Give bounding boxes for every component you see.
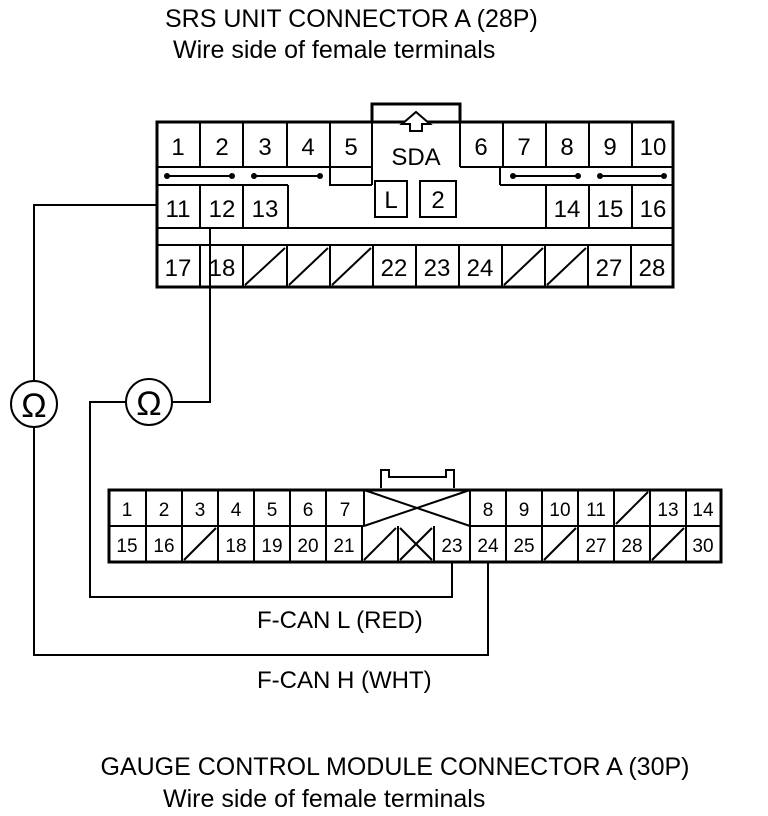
gauge-terminal: 21 [333,536,354,557]
srs-terminal: 6 [474,134,487,161]
sda-label: SDA [391,144,440,171]
gauge-terminal: 7 [340,500,351,521]
gauge-terminal: 23 [441,536,462,557]
wire-label-fcan-h: F-CAN H (WHT) [257,667,432,694]
blank-cavity [651,527,685,561]
srs-terminal: 1 [171,134,184,161]
gauge-terminal: 4 [231,500,242,521]
gauge-terminal: 19 [261,536,282,557]
box-2-label: 2 [431,187,444,214]
gauge-terminal: 30 [692,536,713,557]
gauge-terminal: 28 [621,536,642,557]
wire-fcan-h-bottom [33,426,489,656]
gauge-terminal: 20 [297,536,318,557]
box-l [374,180,408,218]
srs-terminal: 18 [209,255,236,282]
srs-terminal: 5 [344,134,357,161]
wire-fcan-l-top [172,228,211,403]
gauge-connector-title: GAUGE CONTROL MODULE CONNECTOR A (30P) [101,753,690,781]
gauge-terminal: 2 [159,500,170,521]
blank-cavity [615,491,649,525]
srs-terminal: 27 [596,255,623,282]
blank-cavity [288,247,329,286]
srs-terminal: 28 [639,255,666,282]
gauge-terminal: 16 [153,536,174,557]
gauge-connector: 1 2 3 4 5 6 7 8 9 10 11 13 14 15 16 18 1… [107,469,723,564]
srs-terminal: 3 [258,134,271,161]
blank-cavity [503,247,544,286]
gauge-terminal: 5 [267,500,278,521]
srs-terminal: 10 [640,134,667,161]
blank-cavity [331,247,372,286]
gauge-terminal: 18 [225,536,246,557]
gauge-terminal: 13 [657,500,678,521]
gauge-terminal: 14 [692,500,714,521]
gauge-terminal: 27 [585,536,606,557]
gauge-connector-latch [380,469,455,488]
srs-terminal: 9 [603,134,616,161]
gauge-terminal: 6 [303,500,314,521]
ohmmeter-symbol: Ω [21,387,46,425]
srs-terminal: 4 [301,134,314,161]
blank-cavity [546,247,587,286]
gauge-connector-subtitle: Wire side of female terminals [163,785,485,813]
wire-label-fcan-l: F-CAN L (RED) [257,607,423,634]
ohmmeter-symbol: Ω [136,385,161,423]
srs-terminal: 22 [381,255,408,282]
ohmmeter-icon [125,378,173,426]
wire-fcan-h-top [33,204,157,382]
srs-connector-latch [370,102,462,122]
srs-terminal: 2 [215,134,228,161]
up-arrow-icon [399,110,433,132]
blank-cavity [399,527,433,561]
shorting-bars [164,173,667,179]
srs-terminal: 8 [560,134,573,161]
srs-terminal: 16 [640,196,667,223]
blank-cavity [244,247,286,286]
wire-fcan-l-bottom [89,401,453,598]
gauge-terminal: 24 [477,536,499,557]
gauge-terminal: 15 [116,536,137,557]
srs-terminal: 7 [517,134,530,161]
wires: Ω Ω F-CAN L (RED) F-CAN H (WHT) [10,204,489,694]
ohmmeter-icon [10,380,58,428]
gauge-terminal: 3 [195,500,206,521]
gauge-terminal: 9 [519,500,530,521]
gauge-terminal: 25 [513,536,534,557]
box-l-label: L [384,187,397,214]
srs-terminal: 17 [165,255,192,282]
srs-connector-title: SRS UNIT CONNECTOR A (28P) [165,5,538,33]
blank-cavity [363,527,397,561]
blank-cavity [543,527,577,561]
srs-terminal: 13 [252,196,279,223]
srs-terminal: 15 [597,196,624,223]
srs-terminal: 11 [166,196,191,223]
blank-cavity [363,489,471,527]
gauge-terminal: 8 [483,500,494,521]
srs-connector-subtitle: Wire side of female terminals [173,36,495,64]
srs-terminal: 23 [424,255,451,282]
srs-terminal: 24 [467,255,494,282]
srs-terminal: 14 [554,196,581,223]
blank-cavity [183,527,217,561]
srs-connector: SDA L 2 1 2 3 4 5 6 7 8 9 10 11 12 13 14… [155,102,675,289]
gauge-terminal: 1 [122,500,133,521]
box-2 [419,180,457,218]
gauge-terminal: 10 [549,500,570,521]
gauge-terminal: 11 [586,500,606,521]
srs-terminal: 12 [209,196,236,223]
